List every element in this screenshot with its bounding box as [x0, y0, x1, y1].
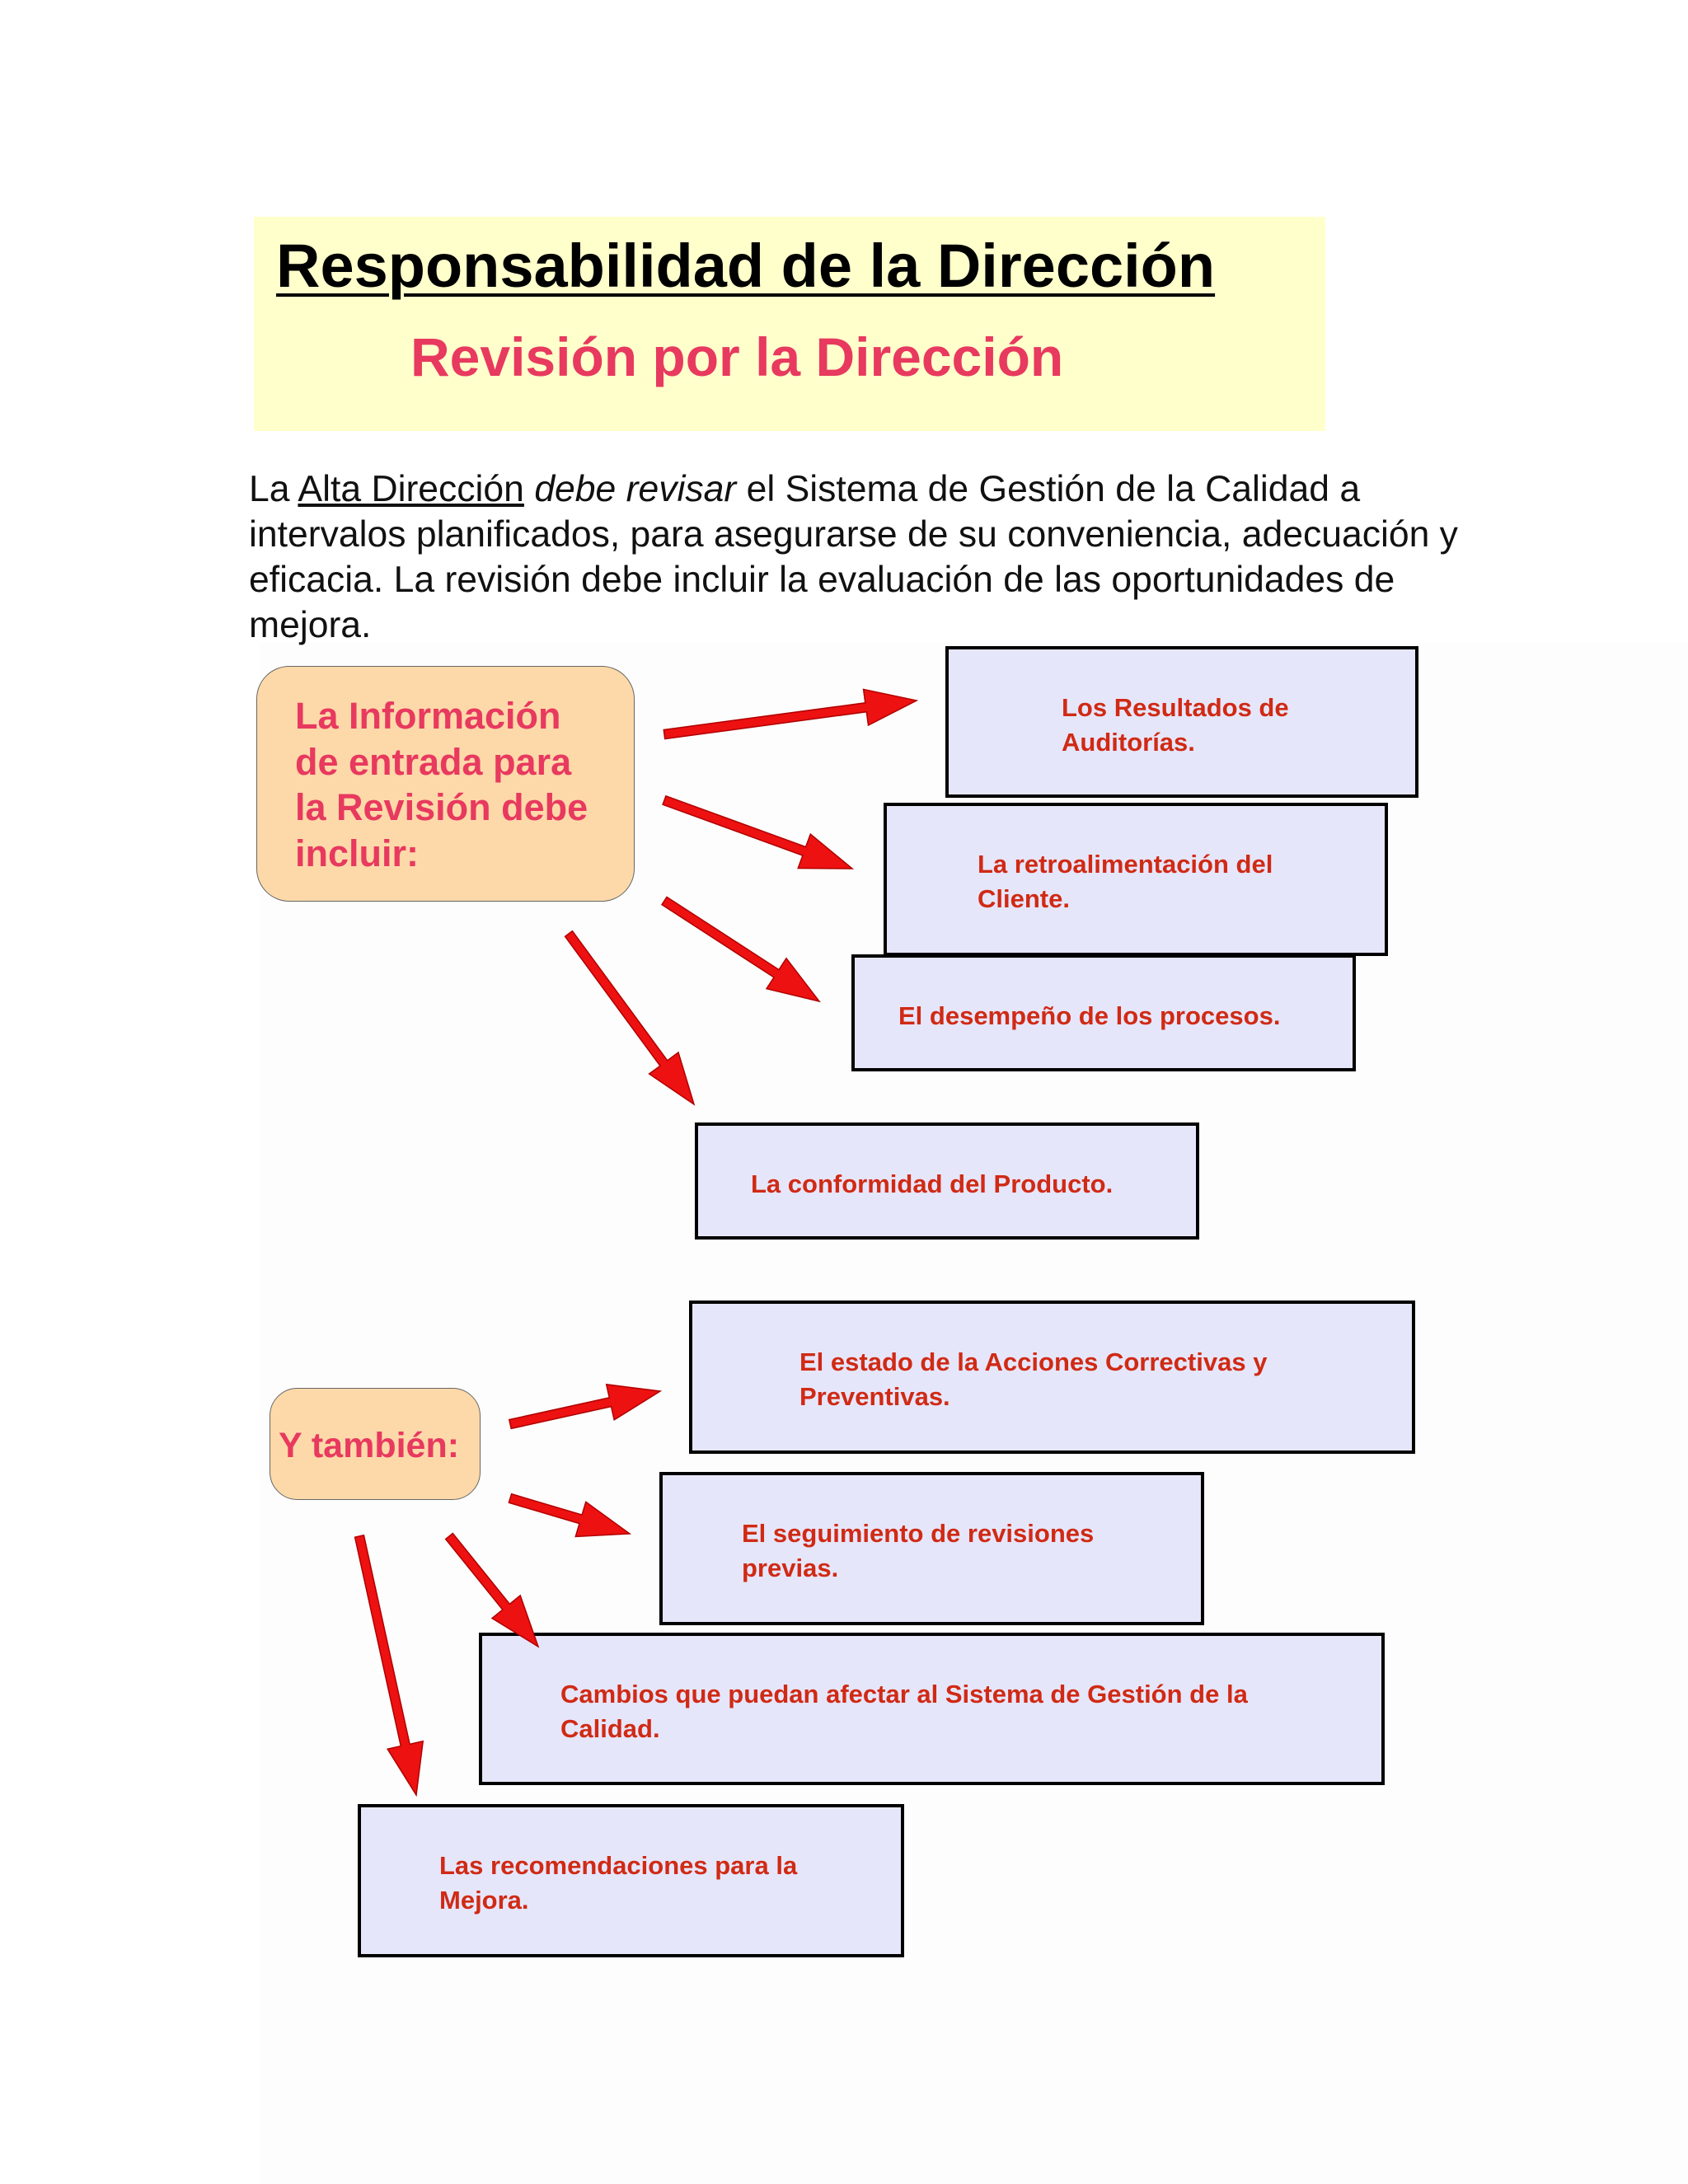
intro-text-3: el Sistema de Gestión de la Calidad a in… [249, 469, 1458, 645]
item-text: Cambios que puedan afectar al Sistema de… [560, 1680, 1248, 1743]
item-box-corrective-actions: El estado de la Acciones Correctivas y P… [689, 1301, 1415, 1454]
item-box-customer-feedback: La retroalimentación del Cliente. [884, 803, 1388, 956]
item-box-product-conformity: La conformidad del Producto. [695, 1122, 1199, 1240]
also-label-text: Y también: [279, 1426, 460, 1465]
item-box-process-performance: El desempeño de los procesos. [851, 954, 1356, 1071]
item-text: El estado de la Acciones Correctivas y P… [799, 1347, 1268, 1411]
header-band [254, 217, 1325, 431]
also-label-box: Y también: [270, 1388, 481, 1500]
item-box-improvement-recommendations: Las recomendaciones para la Mejora. [358, 1804, 904, 1957]
page-subtitle: Revisión por la Dirección [410, 326, 1064, 387]
item-text: La conformidad del Producto. [751, 1169, 1114, 1198]
intro-text-2 [524, 469, 534, 509]
item-text: Los Resultados de Auditorías. [1062, 693, 1289, 757]
intro-underlined-term: Alta Dirección [298, 469, 524, 509]
item-text: La retroalimentación del Cliente. [978, 850, 1273, 913]
item-text: Las recomendaciones para la Mejora. [439, 1851, 798, 1915]
item-text: El desempeño de los procesos. [898, 1001, 1281, 1030]
page-title: Responsabilidad de la Dirección [276, 232, 1216, 300]
input-label-box: La Información de entrada para la Revisi… [256, 666, 635, 902]
intro-text-1: La [249, 469, 298, 509]
item-box-audit-results: Los Resultados de Auditorías. [945, 646, 1418, 798]
input-label-text: La Información de entrada para la Revisi… [295, 695, 588, 874]
item-text: El seguimiento de revisiones previas. [742, 1519, 1095, 1582]
item-box-qms-changes: Cambios que puedan afectar al Sistema de… [479, 1633, 1385, 1785]
intro-paragraph: La Alta Dirección debe revisar el Sistem… [249, 466, 1461, 648]
intro-emphasis: debe revisar [534, 469, 737, 509]
item-box-previous-reviews: El seguimiento de revisiones previas. [659, 1472, 1204, 1625]
